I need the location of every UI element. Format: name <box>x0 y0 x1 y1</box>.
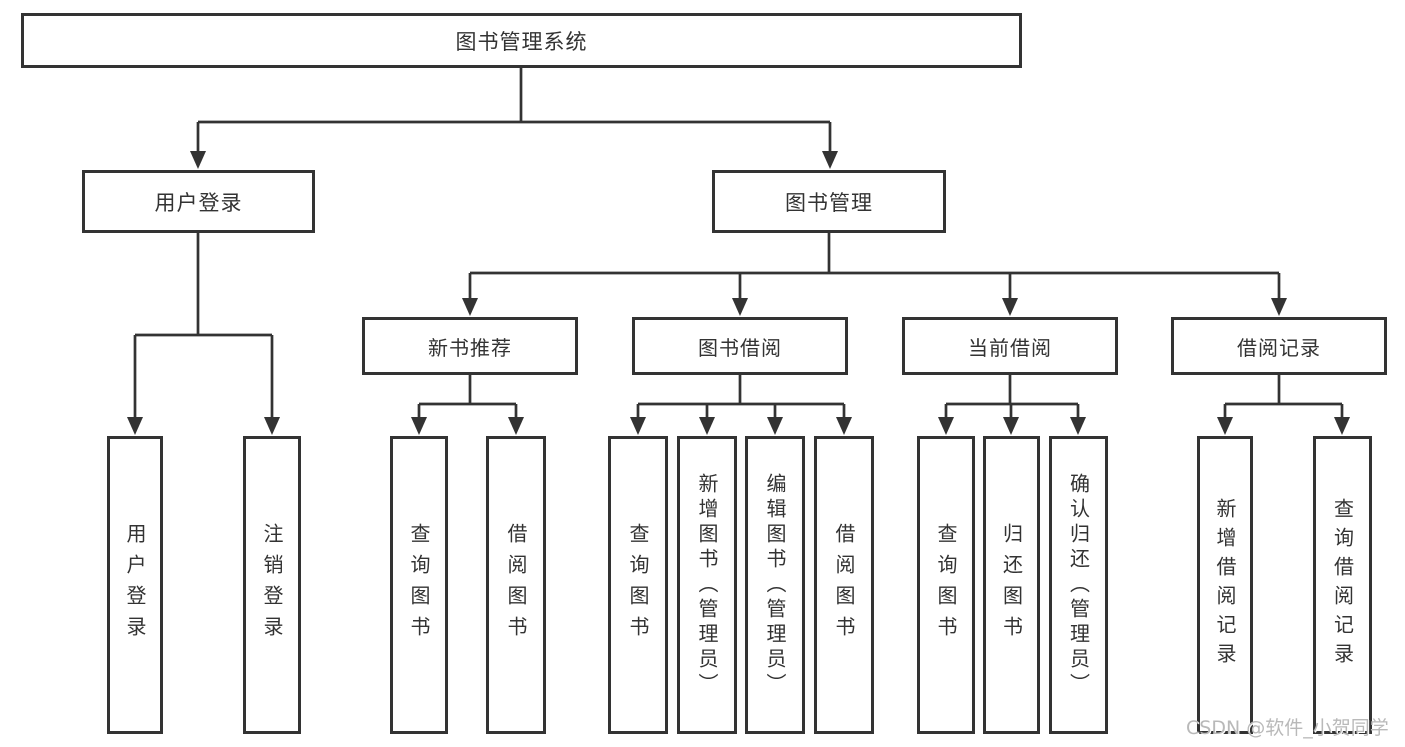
leaf-add-books-admin: 新增图书（管理员） <box>677 436 737 734</box>
leaf-borrow-books-2: 借阅图书 <box>814 436 874 734</box>
node-label: 用户登录 <box>154 190 243 215</box>
connector-root-to-level2 <box>190 68 838 169</box>
leaf-edit-books-admin: 编辑图书（管理员） <box>745 436 805 734</box>
node-label: 借阅图书 <box>832 523 856 647</box>
node-label: 图书管理系统 <box>455 29 588 54</box>
node-label: 新增借阅记录 <box>1213 498 1237 672</box>
node-label: 借阅记录 <box>1237 335 1321 360</box>
node-label: 图书借阅 <box>698 335 782 360</box>
node-label: 查询图书 <box>626 523 650 647</box>
node-label: 用户登录 <box>123 523 147 647</box>
leaf-query-books-2: 查询图书 <box>608 436 668 734</box>
node-user-login: 用户登录 <box>82 170 315 233</box>
connector-borrow-records-to-leaves <box>1217 375 1350 435</box>
node-new-book-recommend: 新书推荐 <box>362 317 578 375</box>
connector-book-borrow-to-leaves <box>630 375 852 435</box>
leaf-user-login: 用户登录 <box>107 436 163 734</box>
connector-current-borrow-to-leaves <box>938 375 1086 435</box>
node-label: 查询借阅记录 <box>1330 498 1355 672</box>
leaf-add-borrow-record: 新增借阅记录 <box>1197 436 1253 734</box>
node-borrow-records: 借阅记录 <box>1171 317 1387 375</box>
node-current-borrowing: 当前借阅 <box>902 317 1118 375</box>
node-label: 新书推荐 <box>428 335 512 360</box>
node-label: 新增图书（管理员） <box>695 472 719 698</box>
node-label: 归还图书 <box>999 523 1024 647</box>
leaf-logout: 注销登录 <box>243 436 301 734</box>
leaf-query-books-3: 查询图书 <box>917 436 975 734</box>
node-book-borrowing: 图书借阅 <box>632 317 848 375</box>
node-label: 图书管理 <box>785 190 873 215</box>
node-book-management: 图书管理 <box>712 170 946 233</box>
csdn-watermark: CSDN @软件_小贺同学 <box>1186 717 1389 739</box>
node-label: 确认归还（管理员） <box>1066 472 1091 698</box>
connector-new-books-to-leaves <box>411 375 524 435</box>
node-label: 当前借阅 <box>968 335 1052 360</box>
leaf-query-borrow-record: 查询借阅记录 <box>1313 436 1372 734</box>
connector-user-login-to-leaves <box>127 233 280 435</box>
node-label: 查询图书 <box>934 523 958 647</box>
leaf-query-books-1: 查询图书 <box>390 436 448 734</box>
connector-book-mgmt-to-level3 <box>462 233 1287 316</box>
node-label: 查询图书 <box>407 523 431 647</box>
node-label: 编辑图书（管理员） <box>763 472 787 698</box>
node-label: 借阅图书 <box>504 523 528 647</box>
leaf-borrow-books-1: 借阅图书 <box>486 436 546 734</box>
node-label: 注销登录 <box>260 523 284 647</box>
leaf-confirm-return-admin: 确认归还（管理员） <box>1049 436 1108 734</box>
leaf-return-books: 归还图书 <box>983 436 1040 734</box>
node-root: 图书管理系统 <box>21 13 1022 68</box>
